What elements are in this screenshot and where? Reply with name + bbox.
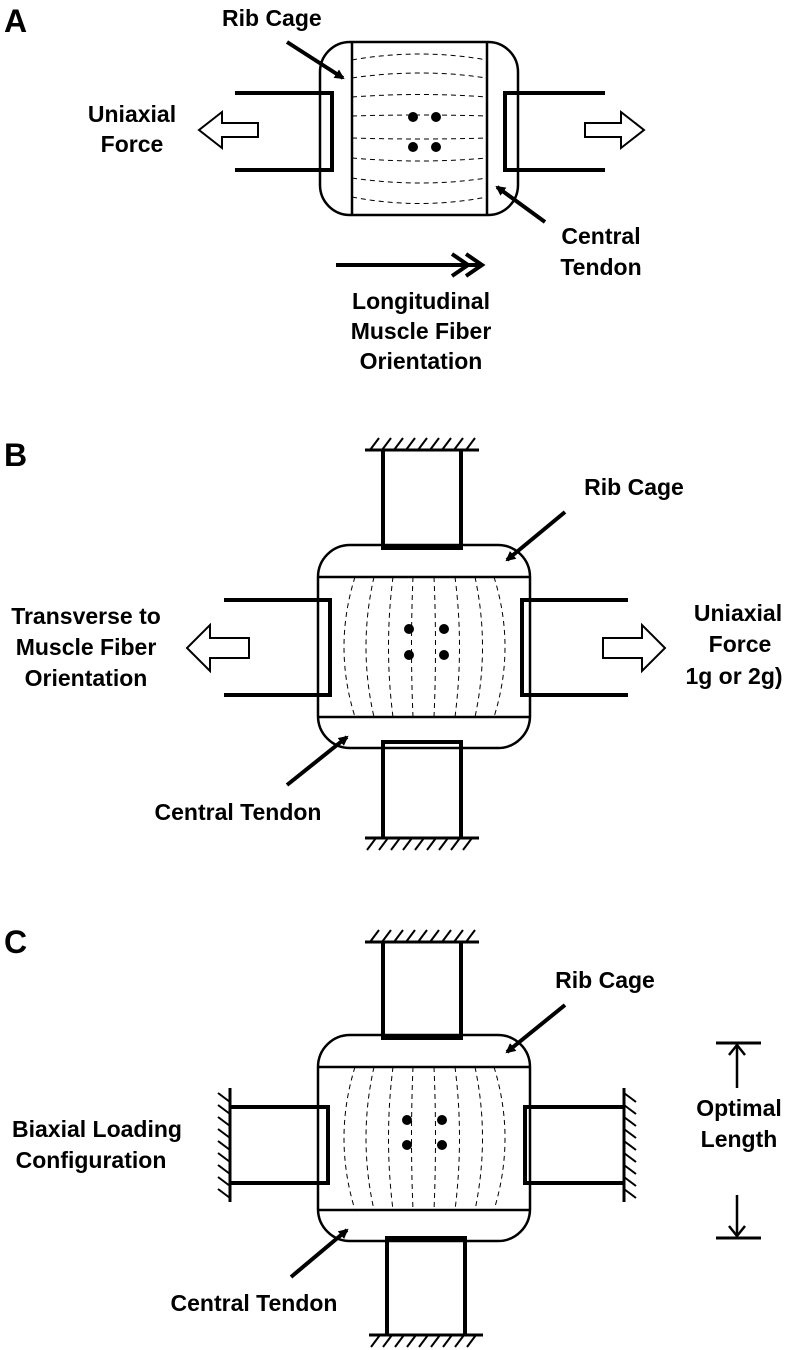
left-label-line1: Transverse to	[11, 603, 161, 629]
panel-a: A	[4, 3, 646, 374]
specimen-outline	[316, 1033, 532, 1243]
panel-c-letter: C	[4, 924, 27, 960]
bottom-fixed-support-icon	[369, 1236, 483, 1348]
marker-dots	[402, 1115, 447, 1150]
orientation-label-line1: Longitudinal	[352, 288, 490, 314]
tendon-label: Central Tendon	[171, 1290, 338, 1316]
orientation-label-line2: Muscle Fiber	[351, 318, 492, 344]
right-label-line3: 1g or 2g)	[685, 663, 782, 689]
right-label-line2: Force	[709, 631, 772, 657]
marker-dots	[408, 112, 441, 152]
rib-cage-label: Rib Cage	[584, 474, 684, 500]
top-fixed-support-icon	[365, 929, 479, 1040]
rib-cage-pointer-icon	[505, 1003, 567, 1054]
tendon-pointer-icon	[289, 1228, 349, 1279]
specimen-outline	[318, 40, 520, 217]
left-label-line1: Biaxial Loading	[12, 1116, 182, 1142]
rib-cage-pointer-icon	[285, 40, 345, 80]
bottom-fixed-support-icon	[365, 740, 479, 851]
right-label-line2: Length	[701, 1126, 778, 1152]
panel-c: C	[4, 924, 782, 1348]
right-label-line1: Optimal	[696, 1095, 782, 1121]
left-label-line3: Orientation	[25, 665, 148, 691]
marker-dots	[404, 624, 449, 660]
muscle-fibers	[343, 1066, 506, 1211]
orientation-arrow-icon	[336, 252, 486, 278]
tendon-label-line2: Tendon	[560, 254, 641, 280]
rib-cage-pointer-icon	[505, 510, 567, 562]
force-label-line2: Force	[101, 131, 164, 157]
left-label-line2: Configuration	[16, 1147, 167, 1173]
muscle-fibers	[351, 53, 488, 204]
left-clamp	[224, 598, 332, 697]
panel-a-letter: A	[4, 3, 27, 39]
left-clamp	[235, 91, 334, 172]
right-fixed-support-icon	[523, 1088, 637, 1202]
rib-cage-label: Rib Cage	[222, 5, 322, 31]
specimen-outline	[316, 543, 532, 750]
force-arrow-right-icon	[584, 109, 646, 151]
right-clamp	[520, 598, 628, 697]
rib-cage-label: Rib Cage	[555, 967, 655, 993]
panel-b: B	[4, 437, 783, 851]
right-label-line1: Uniaxial	[694, 600, 782, 626]
left-fixed-support-icon	[217, 1088, 330, 1202]
tendon-label-line1: Central	[561, 223, 640, 249]
force-arrow-left-icon	[185, 622, 250, 674]
tendon-pointer-icon	[285, 735, 349, 787]
top-fixed-support-icon	[365, 437, 479, 550]
force-arrow-right-icon	[602, 622, 667, 674]
force-arrow-left-icon	[197, 109, 259, 151]
tendon-pointer-icon	[495, 185, 547, 224]
panel-b-letter: B	[4, 437, 27, 473]
force-label-line1: Uniaxial	[88, 101, 176, 127]
left-label-line2: Muscle Fiber	[16, 634, 157, 660]
optimal-length-dimension-icon	[716, 1041, 761, 1240]
orientation-label-line3: Orientation	[360, 348, 483, 374]
muscle-fibers	[343, 576, 506, 718]
right-clamp	[503, 91, 605, 172]
tendon-label: Central Tendon	[155, 799, 322, 825]
